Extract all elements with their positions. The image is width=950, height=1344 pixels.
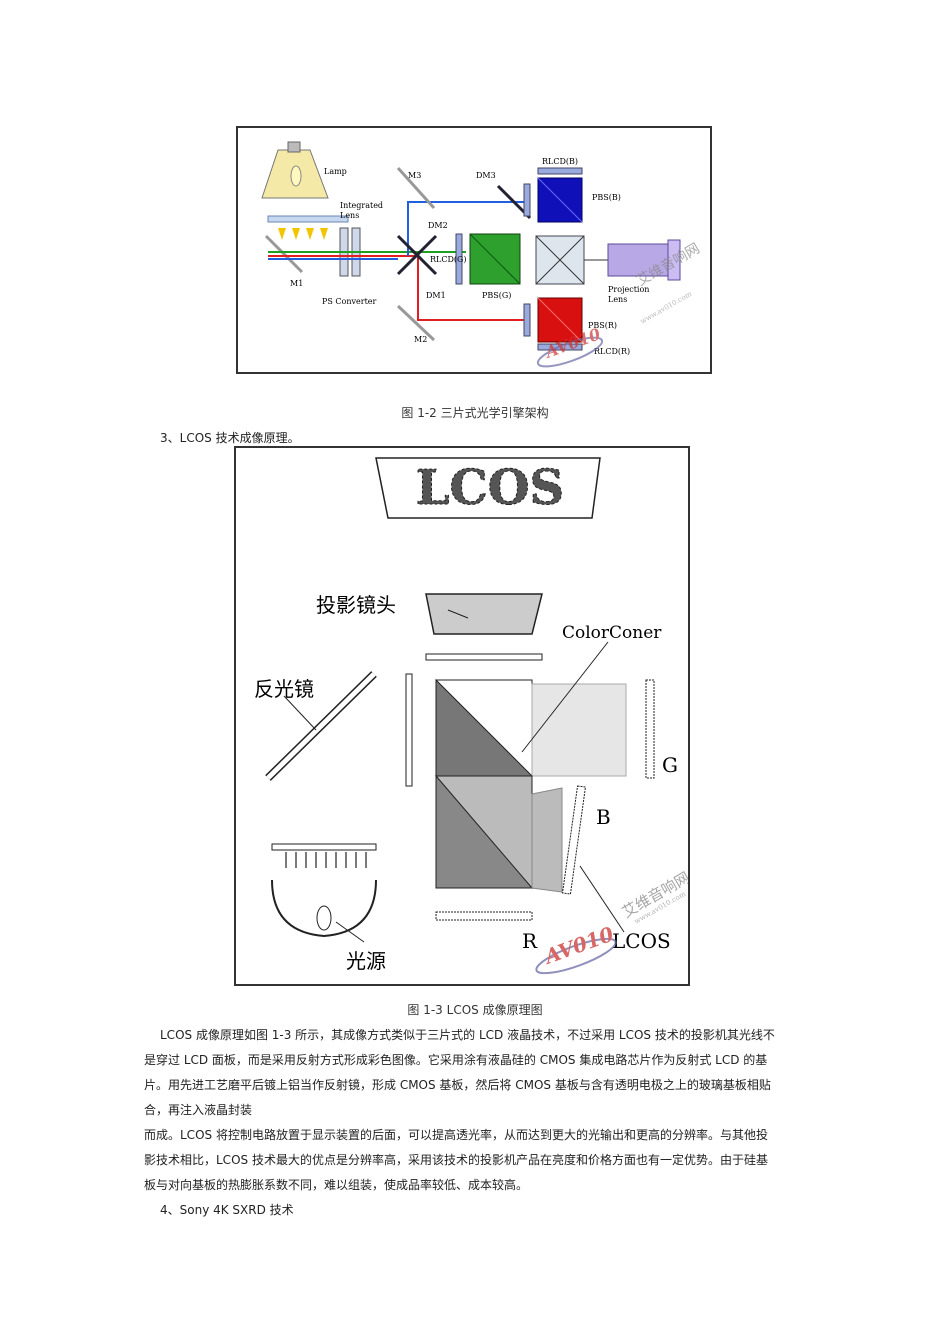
mirror-m2 — [396, 304, 436, 342]
m2-label: M2 — [414, 335, 427, 344]
projection-lens-front — [667, 239, 681, 281]
m3-label: M3 — [408, 171, 421, 180]
yellow-arrows — [278, 228, 328, 240]
lcos-title-banner — [375, 457, 601, 519]
b-lcos-chip — [561, 785, 587, 895]
figure-three-chip-optical-engine: Lamp Integrated Lens M1 PS Converter M3 … — [236, 126, 712, 374]
b-label: B — [596, 805, 611, 829]
ps-converter-label: PS Converter — [322, 297, 377, 306]
watermark-1-url: www.av010.com — [639, 290, 693, 326]
section4-heading: 4、Sony 4K SXRD 技术 — [160, 1203, 294, 1217]
r-label: R — [522, 929, 538, 953]
watermark-1-swoosh — [536, 336, 604, 368]
body-line-4: 合，再注入液晶封装 — [144, 1103, 253, 1117]
body-line-3: 片。用先进工艺磨平后镀上铝当作反射镜，形成 CMOS 基板，然后将 CMOS 基… — [144, 1078, 771, 1092]
watermark-2-logo: AV010 — [540, 922, 617, 970]
figure2-caption: 图 1-3 LCOS 成像原理图 — [407, 1003, 543, 1017]
dm2-label: DM2 — [428, 221, 448, 230]
reflector-label: 反光镜 — [254, 677, 314, 701]
light-source-label: 光源 — [346, 949, 386, 973]
light-source-pointer — [335, 921, 365, 943]
color-corner-pointer — [521, 641, 609, 753]
figure-lcos-principle: LCOS 投影镜头 反光镜 G ColorConer B R LCOS — [234, 446, 693, 986]
mirror-m1 — [264, 234, 304, 274]
g-label: G — [662, 753, 678, 777]
projection-lens-body — [607, 243, 669, 277]
mirror-m3 — [396, 166, 436, 210]
integrated-lens-1 — [267, 215, 349, 223]
vertical-plate — [405, 673, 413, 787]
m1-label: M1 — [290, 279, 303, 288]
beam-blue-up — [407, 201, 528, 256]
rlcd-blue-lens — [523, 183, 531, 217]
reflector-pointer — [283, 695, 317, 731]
pbs-blue-diag — [537, 177, 583, 223]
lamp-label: Lamp — [324, 167, 347, 176]
light-filter — [271, 843, 377, 851]
pbs-r-label: PBS(R) — [588, 321, 617, 330]
light-reflector — [271, 879, 377, 938]
rlcd-red-lens — [523, 303, 531, 337]
lcos-diagram: LCOS 投影镜头 反光镜 G ColorConer B R LCOS — [254, 457, 693, 975]
optical-engine-diagram: Lamp Integrated Lens M1 PS Converter M3 … — [261, 141, 703, 368]
lcos-title: LCOS — [416, 460, 564, 516]
watermark-2-swoosh — [535, 937, 617, 975]
figure1-caption: 图 1-2 三片式光学引擎架构 — [401, 406, 549, 420]
body-line-2: 是穿过 LCD 面板，而是采用反射方式形成彩色图像。它采用涂有液晶硅的 CMOS… — [144, 1053, 768, 1067]
g-panel — [531, 683, 627, 777]
section3-heading: 3、LCOS 技术成像原理。 — [160, 431, 300, 445]
r-lcos-chip — [435, 911, 533, 921]
lamp-bulb — [290, 165, 302, 187]
rlcd-b-label: RLCD(B) — [542, 157, 578, 166]
light-bulb — [316, 905, 332, 931]
lcos-pointer — [579, 865, 625, 933]
body-line-1: LCOS 成像原理如图 1-3 所示，其成像方式类似于三片式的 LCD 液晶技术… — [160, 1028, 775, 1042]
dm1 — [396, 234, 438, 276]
color-corner-label: ColorConer — [562, 623, 662, 643]
light-rays — [285, 852, 367, 868]
projection-lens-label: 投影镜头 — [316, 593, 396, 617]
rlcd-r-label: RLCD(R) — [594, 347, 630, 356]
body-line-6: 影技术相比，LCOS 技术最大的优点是分辨率高，采用该技术的投影机产品在亮度和价… — [144, 1153, 768, 1167]
beam-red-down — [417, 256, 528, 321]
pbs-g-label: PBS(G) — [482, 291, 511, 300]
x-cube-diag-2 — [535, 235, 585, 285]
dm3-label: DM3 — [476, 171, 496, 180]
rlcd-blue-top — [537, 167, 583, 175]
body-line-7: 板与对向基板的热膨胀系数不同，难以组装，使成品率较低、成本较高。 — [144, 1178, 529, 1192]
lamp-cap — [287, 141, 301, 153]
pbs-green-diag — [469, 233, 521, 285]
projection-lens-pointer — [447, 609, 469, 619]
lens-plate — [425, 653, 543, 661]
body-line-5: 而成。LCOS 将控制电路放置于显示装置的后面，可以提高透光率，从而达到更大的光… — [144, 1128, 768, 1142]
dm1-label: DM1 — [426, 291, 446, 300]
pbs-red-diag — [537, 297, 583, 343]
rlcd-g-label: RLCD(G) — [430, 255, 467, 264]
projection-lens — [425, 593, 543, 635]
projection-lens-label: Lens — [608, 295, 627, 304]
projection-label: Projection — [608, 285, 649, 294]
reflector-mirror-inner — [266, 672, 376, 780]
rlcd-green-lens — [455, 233, 463, 285]
integrated-lens-label: Lens — [340, 211, 359, 220]
lcos-label: LCOS — [612, 929, 671, 953]
integrated-label: Integrated — [340, 201, 383, 210]
g-lcos-chip — [645, 679, 655, 779]
pbs-b-label: PBS(B) — [592, 193, 621, 202]
b-panel — [531, 787, 563, 893]
